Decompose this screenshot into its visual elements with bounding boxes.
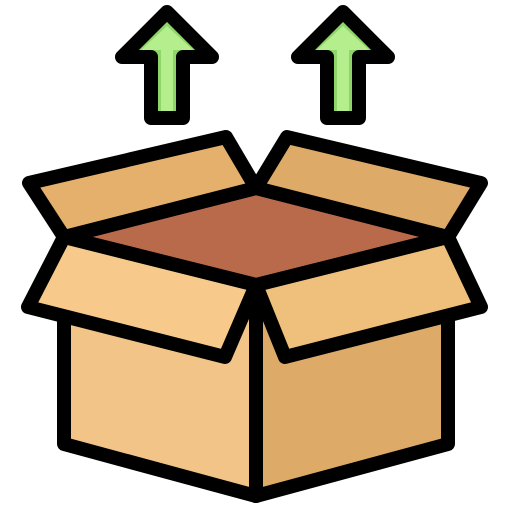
box bbox=[21, 130, 488, 503]
box-flap-back-right bbox=[249, 130, 488, 244]
arrow-up-icon-left bbox=[115, 5, 219, 125]
arrow-highlight bbox=[141, 26, 193, 111]
box-flap-front-left bbox=[21, 230, 263, 364]
box-flap-front-right bbox=[249, 230, 488, 364]
arrow-highlight bbox=[317, 26, 369, 111]
arrow-up-icon-right bbox=[291, 5, 395, 125]
